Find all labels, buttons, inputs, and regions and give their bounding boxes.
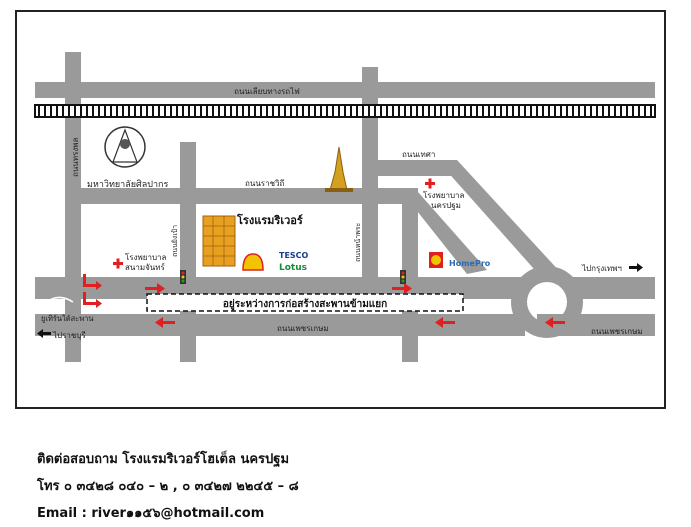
rajvithi-road-label: ถนนราชวิถี [245, 179, 284, 188]
hospital-cross-left [113, 258, 123, 269]
homepro-label: HomePro [449, 259, 491, 268]
lotus-label: Lotus [279, 263, 307, 273]
shell-logo [242, 253, 264, 271]
university-emblem [104, 126, 146, 168]
tesa-road [362, 160, 457, 176]
railway-road-label: ถนนเลียบทางรถไฟ [234, 87, 300, 96]
homepro-logo: HomePro [429, 252, 491, 268]
contact-line-1: ติดต่อสอบถาม โรงแรมริเวอร์โฮเต็ล นครปฐม [37, 452, 290, 467]
contact-email[interactable]: Email : river๑๑๕๖@hotmail.com [37, 506, 265, 521]
phetkasem-right-label: ถนนเพชรเกษม [591, 327, 643, 336]
to-bangkok-label: ไปกรุงเทพฯ [581, 264, 622, 273]
university-label: มหาวิทยาลัยศิลปากร [87, 179, 168, 190]
construction-note-label: อยู่ระหว่างการก่อสร้างสะพานข้ามแยก [223, 298, 387, 311]
diagonal-road-inner [402, 192, 487, 274]
rajvithi-road [65, 188, 418, 204]
hospital-cross-right [425, 178, 435, 189]
u-turn-curve [44, 296, 74, 305]
tesco-label: TESCO [279, 251, 309, 260]
road-vertical-right-label: ถนนหน้าพระ [354, 222, 362, 262]
railway-road [35, 82, 655, 98]
temple-icon [325, 146, 353, 192]
to-ratchaburi-label: ไปราชบุรี [52, 331, 86, 340]
construction-zone [146, 293, 464, 312]
road-vertical-top [362, 67, 378, 292]
direction-arrows [37, 263, 643, 338]
u-turn-label: ยูเทิร์นใต้สะพาน [41, 314, 93, 323]
map-canvas: TESCO Lotus HomePro [34, 52, 656, 362]
traffic-light-right [400, 270, 406, 284]
diagonal-road [437, 160, 562, 278]
contact-phone: โทร ๐ ๓๔๒๘ ๐๔๐ – ๒ , ๐ ๓๔๒๗ ๒๒๔๕ – ๘ [37, 479, 299, 494]
road-left-vertical-label: ถนนทรงพล [71, 137, 80, 177]
tesa-road-label: ถนนเทศา [402, 150, 435, 159]
traffic-arrows [83, 274, 565, 328]
map: TESCO Lotus HomePro [15, 10, 666, 409]
hospital-left-label-1: โรงพยาบาล [125, 252, 167, 262]
hospital-right-label-2: นครปฐม [431, 201, 461, 210]
overpass-loop-center [527, 282, 567, 322]
phetkasem-center-label: ถนนเพชรเกษม [277, 324, 329, 333]
hospital-right-label-1: โรงพยาบาล [423, 190, 465, 200]
phetkasem-right [537, 314, 655, 336]
hotel-name-label: โรงแรมริเวอร์ [236, 213, 303, 227]
road-vertical-mid-label: ถนนยิงเป้า [171, 225, 179, 257]
hospital-left-label-2: สนามจันทร์ [125, 262, 166, 272]
hotel-icon [202, 215, 236, 267]
traffic-light-left [180, 270, 186, 284]
phetkasem-lower [35, 314, 525, 336]
tesco-lotus-logo: TESCO Lotus [279, 251, 309, 273]
railway-track [34, 104, 656, 118]
